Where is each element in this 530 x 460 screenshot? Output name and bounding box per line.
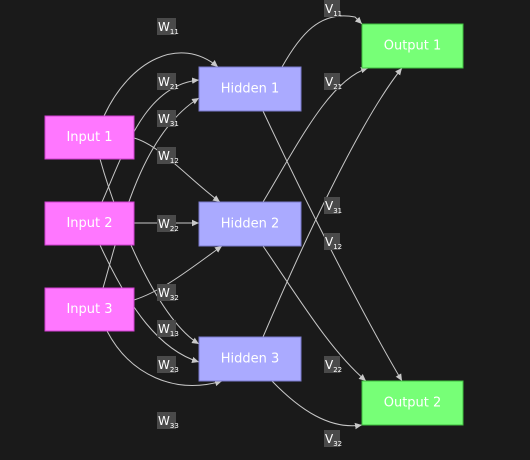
edge-v22 [262,245,367,382]
weight-subscript: 21 [170,83,179,91]
weight-label-w11: W11 [157,18,179,36]
output2-label: Output 2 [384,396,442,411]
weight-subscript: 23 [170,366,179,374]
node-output1: Output 1 [361,23,464,69]
weight-subscript: 32 [333,440,342,448]
weight-subscript: 11 [333,10,342,18]
node-input1: Input 1 [44,115,135,160]
weight-symbol: W [158,414,170,428]
weight-subscript: 33 [170,422,179,430]
weight-subscript: 12 [333,243,342,251]
input1-box [44,115,135,160]
input3-box [44,287,135,332]
input2-box [44,201,135,246]
weight-symbol: W [158,75,170,89]
hidden3-box [198,336,302,382]
weight-subscript: 12 [170,157,179,165]
weight-label-v12: V12 [324,233,342,251]
input1-label: Input 1 [66,130,112,145]
weight-label-w13: W13 [157,320,179,338]
edge-v21 [262,67,369,203]
svg-text:W13: W13 [158,322,179,338]
svg-text:W33: W33 [158,414,179,430]
svg-text:V21: V21 [325,75,342,91]
node-hidden3: Hidden 3 [198,336,302,382]
edge-w21 [101,77,200,203]
weight-label-w32: W32 [157,284,179,302]
weight-symbol: V [325,199,334,213]
edge-w23 [99,244,200,363]
edge-w32 [133,245,223,301]
output1-label: Output 1 [384,39,442,54]
svg-text:W32: W32 [158,286,179,302]
weight-subscript: 21 [333,83,342,91]
output2-box [361,380,464,426]
svg-text:V32: V32 [325,432,342,448]
weight-label-v32: V32 [324,430,342,448]
weight-label-v31: V31 [324,197,342,215]
weight-symbol: W [158,358,170,372]
labels-layer: W11W21W31W12W22W32W13W23W33V11V21V31V12V… [157,0,342,448]
weight-label-w31: W31 [157,110,179,128]
weight-symbol: W [158,217,170,231]
weight-label-w22: W22 [157,215,179,233]
weight-subscript: 32 [170,294,179,302]
svg-text:V11: V11 [325,2,342,18]
weight-label-w23: W23 [157,356,179,374]
svg-text:W31: W31 [158,112,179,128]
svg-text:W23: W23 [158,358,179,374]
svg-text:W22: W22 [158,217,179,233]
weight-symbol: W [158,112,170,126]
weight-label-v11: V11 [324,0,342,18]
node-output2: Output 2 [361,380,464,426]
hidden2-box [198,201,302,247]
input3-label: Input 3 [66,302,112,317]
weight-label-w21: W21 [157,73,179,91]
weight-label-v21: V21 [324,73,342,91]
svg-text:V12: V12 [325,235,342,251]
weight-label-w33: W33 [157,412,179,430]
weight-subscript: 11 [170,28,179,36]
weight-symbol: V [325,432,334,446]
edge-w33 [106,330,223,387]
edge-w11 [103,52,219,117]
node-input3: Input 3 [44,287,135,332]
node-hidden2: Hidden 2 [198,201,302,247]
svg-text:W11: W11 [158,20,179,36]
weight-subscript: 31 [333,207,342,215]
weight-symbol: V [325,75,334,89]
edge-w13 [99,158,200,345]
nodes-layer: Input 1 Input 2 Input 3 Hidden 1 Hidden 2 Hid… [44,23,464,426]
hidden3-label: Hidden 3 [221,352,280,367]
weight-label-w12: W12 [157,147,179,165]
node-hidden1: Hidden 1 [198,66,302,112]
hidden2-label: Hidden 2 [221,217,280,232]
weight-symbol: V [325,235,334,249]
edge-v32 [271,380,363,430]
edge-w12 [133,137,221,203]
output1-box [361,23,464,69]
weight-symbol: V [325,2,334,16]
weight-subscript: 22 [170,225,179,233]
weight-symbol: W [158,149,170,163]
weight-symbol: W [158,322,170,336]
svg-text:V22: V22 [325,358,342,374]
edge-v31 [262,67,403,338]
weight-subscript: 13 [170,330,179,338]
svg-text:W21: W21 [158,75,179,91]
input2-label: Input 2 [66,216,112,231]
hidden1-label: Hidden 1 [221,82,280,97]
weight-symbol: W [158,20,170,34]
weight-subscript: 31 [170,120,179,128]
svg-text:V31: V31 [325,199,342,215]
edge-v11 [281,15,363,68]
weight-symbol: V [325,358,334,372]
node-input2: Input 2 [44,201,135,246]
weight-subscript: 22 [333,366,342,374]
weight-label-v22: V22 [324,356,342,374]
svg-text:W12: W12 [158,149,179,165]
hidden1-box [198,66,302,112]
weight-symbol: W [158,286,170,300]
